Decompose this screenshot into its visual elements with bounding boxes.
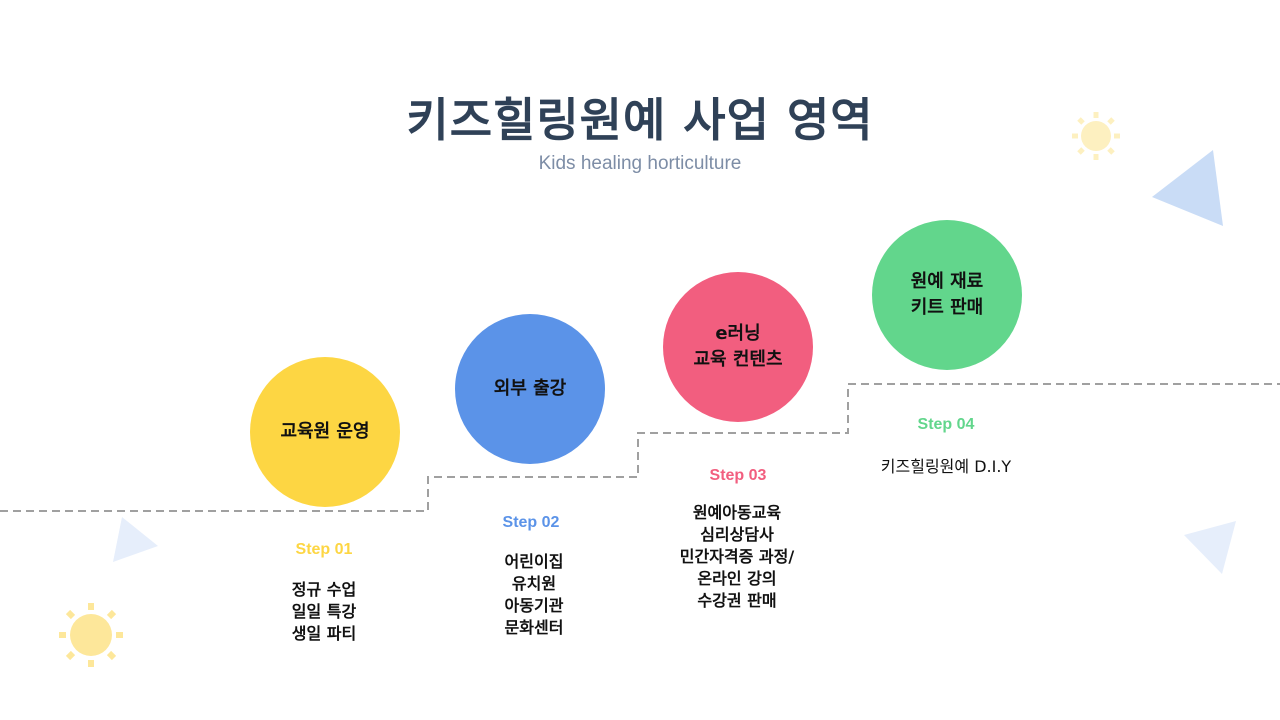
page-subtitle: Kids healing horticulture (538, 153, 742, 174)
step-01-circle: 교육원 운영 (250, 357, 400, 507)
step-02-label: Step 02 (502, 514, 560, 531)
description-line: 정규 수업 (291, 580, 357, 599)
description-line: 문화센터 (504, 618, 564, 637)
step-04-circle: 원예 재료 키트 판매 (872, 220, 1022, 370)
step-01-description: 정규 수업 일일 특강 생일 파티 (214, 579, 434, 645)
description-line: 아동기관 (504, 596, 564, 615)
step-03-label: Step 03 (709, 467, 767, 484)
page-title: 키즈힐링원예 사업 영역 (406, 93, 874, 147)
description-line: 원예아동교육 (692, 503, 782, 522)
description-line: 생일 파티 (291, 624, 357, 643)
step-03-circle: e러닝 교육 컨텐츠 (663, 272, 813, 422)
stair-dashed-path (0, 383, 1280, 512)
triangle-shape (113, 517, 158, 562)
description-line: 유치원 (511, 574, 557, 593)
step-02-description: 어린이집 유치원 아동기관 문화센터 (424, 551, 644, 639)
triangle-shape (1184, 521, 1236, 574)
step-01-label: Step 01 (295, 541, 353, 558)
step-04-description: 키즈힐링원예 D.I.Y (836, 456, 1056, 478)
step-03-description: 원예아동교육 심리상담사 민간자격증 과정/ 온라인 강의 수강권 판매 (627, 502, 847, 612)
triangle-shape (1152, 150, 1223, 226)
description-line: 심리상담사 (700, 525, 774, 544)
step-04-label: Step 04 (917, 416, 975, 433)
sun-icon (1072, 112, 1120, 160)
description-line: 일일 특강 (291, 602, 357, 621)
description-line: 키즈힐링원예 D.I.Y (880, 457, 1012, 476)
description-line: 민간자격증 과정/ (679, 547, 795, 566)
sun-icon (59, 603, 123, 667)
description-line: 수강권 판매 (697, 591, 777, 610)
description-line: 온라인 강의 (697, 569, 777, 588)
description-line: 어린이집 (504, 552, 564, 571)
step-02-circle: 외부 출강 (455, 314, 605, 464)
